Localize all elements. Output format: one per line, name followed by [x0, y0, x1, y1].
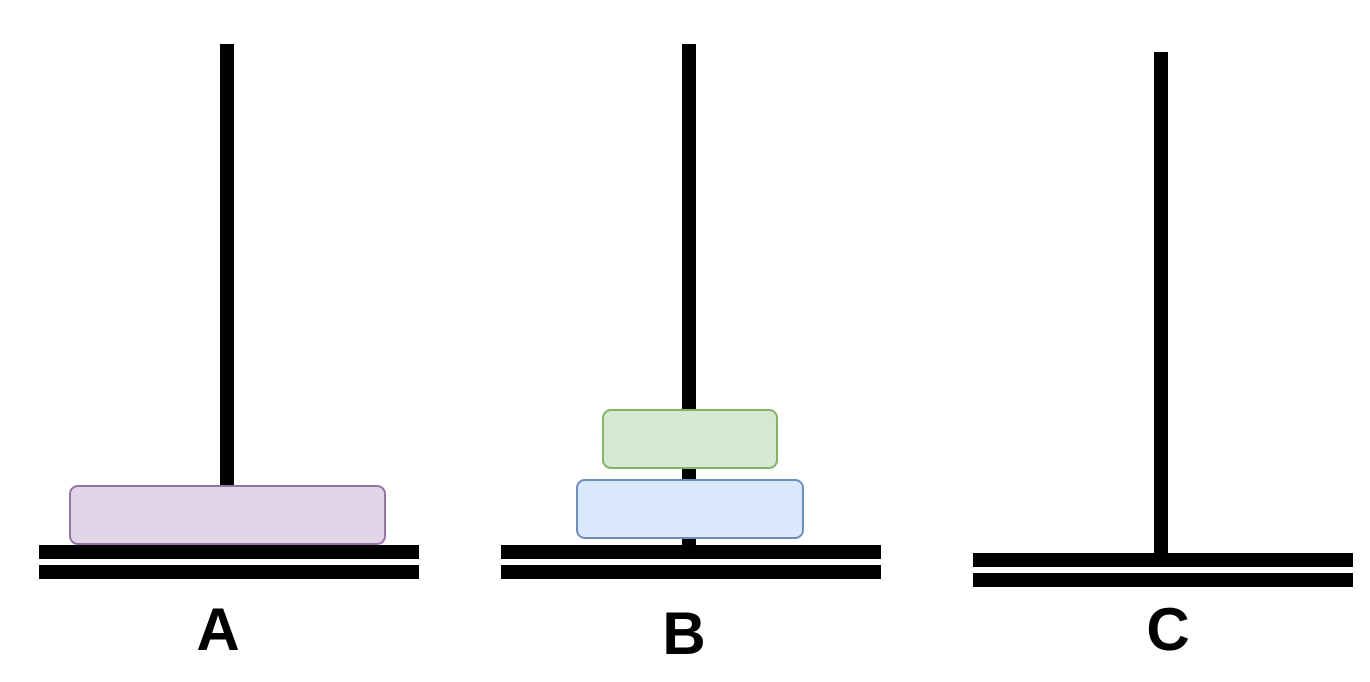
- peg-a-base-bottom: [39, 565, 419, 579]
- peg-b-base-bottom: [501, 565, 881, 579]
- peg-b-rod: [682, 44, 696, 549]
- peg-c-base-bottom: [973, 573, 1353, 587]
- peg-a-label: A: [196, 596, 239, 663]
- peg-c: C: [973, 52, 1353, 663]
- peg-b-disk-2: [602, 409, 778, 469]
- peg-c-base-top: [973, 553, 1353, 567]
- peg-b-disk-1: [576, 479, 804, 539]
- peg-a: A: [39, 44, 419, 663]
- peg-b-base-top: [501, 545, 881, 559]
- peg-c-rod: [1154, 52, 1168, 557]
- peg-c-label: C: [1146, 596, 1189, 663]
- peg-a-rod: [220, 44, 234, 494]
- peg-b-label: B: [662, 600, 705, 667]
- peg-a-base-top: [39, 545, 419, 559]
- peg-b: B: [501, 44, 881, 667]
- peg-a-disk-1: [69, 485, 386, 545]
